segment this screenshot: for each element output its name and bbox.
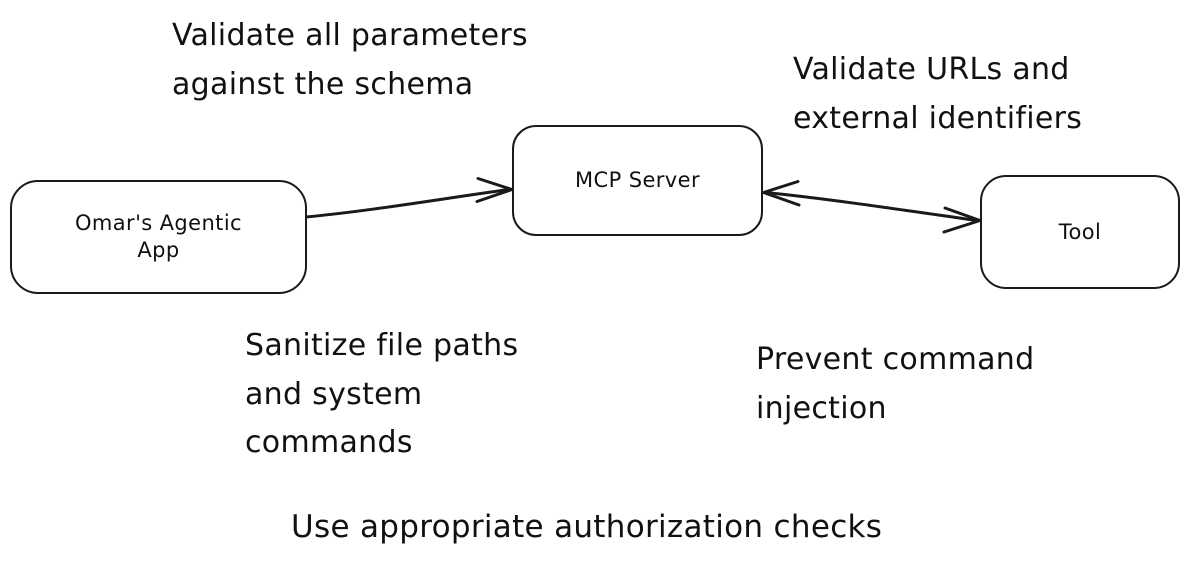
node-omars-agentic-app[interactable]: Omar's Agentic App xyxy=(10,180,307,294)
node-tool[interactable]: Tool xyxy=(980,175,1180,289)
annotation-sanitize-file-paths-and-system-commands: Sanitize file paths and system commands xyxy=(245,328,519,461)
edge-server-to-tool-arrowhead-right xyxy=(942,206,982,234)
node-mcp-server[interactable]: MCP Server xyxy=(512,125,763,236)
annotation-validate-all-parameters: Validate all parameters against the sche… xyxy=(172,18,528,102)
node-omars-agentic-app-label: Omar's Agentic App xyxy=(74,211,243,262)
edge-server-to-tool-shaft xyxy=(764,191,979,222)
edge-server-to-tool-arrowhead-left xyxy=(762,180,801,207)
annotation-validate-urls-and-external-identifiers: Validate URLs and external identifiers xyxy=(793,52,1083,136)
annotation-prevent-command-injection: Prevent command injection xyxy=(756,342,1035,426)
annotation-use-appropriate-authorization-checks: Use appropriate authorization checks xyxy=(291,509,883,545)
node-tool-label: Tool xyxy=(1058,219,1102,244)
edge-app-to-server-arrowhead xyxy=(475,177,514,203)
node-mcp-server-label: MCP Server xyxy=(575,168,700,193)
edge-app-to-server-shaft xyxy=(304,188,511,219)
